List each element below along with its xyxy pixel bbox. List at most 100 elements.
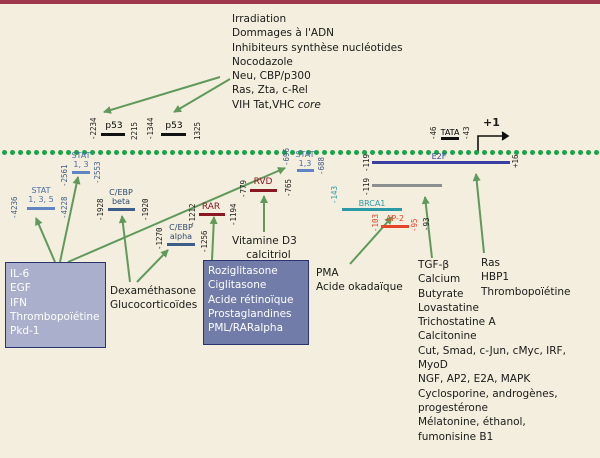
rar-left-coord: -1212 bbox=[188, 203, 197, 226]
dna-dot bbox=[178, 150, 183, 155]
dna-dot bbox=[418, 150, 423, 155]
dna-dot bbox=[506, 150, 511, 155]
dna-dot bbox=[50, 150, 55, 155]
tata-site bbox=[441, 137, 459, 140]
dna-dot bbox=[562, 150, 567, 155]
stat-right-left-coord: -696 bbox=[282, 147, 291, 166]
cebp-alpha-label: C/EBP alpha bbox=[166, 223, 196, 241]
tgf-item: Mélatonine, éthanol, bbox=[418, 416, 526, 429]
dna-dot bbox=[66, 150, 71, 155]
dna-dot bbox=[306, 150, 311, 155]
tgf-item: MyoD bbox=[418, 359, 448, 372]
dna-dot bbox=[394, 150, 399, 155]
tgf-beta-group: TGF-β Calcium Butyrate Lovastatine Trich… bbox=[418, 258, 566, 444]
left-box-item: IFN bbox=[10, 296, 27, 309]
dna-dot bbox=[282, 150, 287, 155]
dna-dot bbox=[538, 150, 543, 155]
top-inducer-6: VIH Tat,VHC core bbox=[232, 98, 403, 112]
ap2-right-coord: -95 bbox=[410, 218, 419, 232]
e2f-right-coord: +16 bbox=[511, 154, 520, 168]
dna-dot bbox=[434, 150, 439, 155]
top-inducer-1: Dommages à l'ADN bbox=[232, 27, 335, 40]
stat-right-right-coord: -688 bbox=[317, 156, 326, 175]
stat-right-site bbox=[297, 169, 314, 172]
cebp-beta-label-1: beta bbox=[111, 197, 131, 206]
top-inducer-4: Neu, CBP/p300 bbox=[232, 70, 311, 83]
ap2-left-coord: -103 bbox=[371, 213, 380, 232]
ap2-right2-coord: -93 bbox=[422, 217, 431, 231]
dna-dot bbox=[474, 150, 479, 155]
p53-b-label: p53 bbox=[165, 121, 183, 131]
ras-item: Thrombopoïétine bbox=[481, 285, 571, 298]
dna-dot bbox=[482, 150, 487, 155]
top-inducer-2: Inhibiteurs synthèse nucléotides bbox=[232, 41, 403, 54]
stat-right-label: STAT 1,3 bbox=[295, 150, 315, 168]
cebp-alpha-right-coord: -1256 bbox=[200, 230, 209, 253]
rar-site bbox=[199, 213, 225, 216]
pma-item: PMA bbox=[316, 267, 339, 279]
dna-dot bbox=[98, 150, 103, 155]
tata-label: TATA bbox=[440, 128, 460, 137]
dna-dot bbox=[274, 150, 279, 155]
dna-dot bbox=[554, 150, 559, 155]
dna-dot bbox=[26, 150, 31, 155]
arrow-to-brca1 bbox=[349, 216, 393, 265]
cebp-beta-right-coord: -1920 bbox=[141, 198, 150, 221]
middle-inducer-box: Roziglitasone Ciglitasone Acide rétinoïq… bbox=[203, 260, 309, 345]
dna-dot bbox=[114, 150, 119, 155]
header-bar bbox=[0, 0, 600, 4]
dna-dot bbox=[314, 150, 319, 155]
dna-dot bbox=[498, 150, 503, 155]
vitamine-d3-group: Vitamine D3 calcitriol bbox=[232, 234, 297, 263]
left-box-item: EGF bbox=[10, 282, 31, 295]
dna-dot bbox=[490, 150, 495, 155]
dna-dot bbox=[170, 150, 175, 155]
dna-dot bbox=[154, 150, 159, 155]
stat-right-label-1: 1,3 bbox=[298, 159, 312, 168]
brca1-label: BRCA1 bbox=[358, 199, 386, 208]
arrow-to-rar bbox=[209, 216, 218, 261]
dna-dot bbox=[338, 150, 343, 155]
dna-dot bbox=[18, 150, 23, 155]
p53-a-site bbox=[101, 133, 125, 136]
dna-dot bbox=[266, 150, 271, 155]
stat-top-left-label-1: 1, 3 bbox=[73, 160, 89, 169]
vitd3-item: Vitamine D3 bbox=[232, 235, 297, 247]
gray-region-left-coord: -119 bbox=[362, 177, 371, 196]
top-inducer-3: Nocodazole bbox=[232, 55, 293, 68]
dna-dot bbox=[450, 150, 455, 155]
middle-box-item: Ciglitasone bbox=[208, 279, 267, 292]
cebp-alpha-site bbox=[167, 243, 195, 246]
dna-dot bbox=[242, 150, 247, 155]
plus-one-label: +1 bbox=[483, 116, 500, 129]
dna-dot bbox=[570, 150, 575, 155]
dna-dot bbox=[410, 150, 415, 155]
dna-dot bbox=[90, 150, 95, 155]
dna-dot bbox=[290, 150, 295, 155]
ras-group: Ras HBP1 Thrombopoïétine bbox=[481, 256, 571, 299]
dna-dot bbox=[346, 150, 351, 155]
dna-dot bbox=[162, 150, 167, 155]
left-box-item: Pkd-1 bbox=[10, 325, 40, 338]
dna-dot bbox=[354, 150, 359, 155]
dna-dot bbox=[42, 150, 47, 155]
transcription-start-arrow bbox=[477, 135, 507, 152]
tgf-item: Calcium bbox=[418, 273, 461, 286]
tgf-item: Lovastatine bbox=[418, 301, 479, 314]
p53-b-left-coord: -1344 bbox=[146, 117, 155, 140]
rvd-left-coord: -779 bbox=[239, 179, 248, 198]
dna-dot bbox=[362, 150, 367, 155]
dna-dot bbox=[74, 150, 79, 155]
tgf-item: TGF-β bbox=[418, 259, 450, 271]
tgf-item: Trichostatine A bbox=[418, 316, 496, 329]
tgf-item: Calcitonine bbox=[418, 330, 477, 343]
dna-dot bbox=[258, 150, 263, 155]
stat-top-left-site bbox=[72, 171, 90, 174]
dexa-item: Dexaméthasone bbox=[110, 285, 196, 297]
dna-dot bbox=[250, 150, 255, 155]
e2f-left-coord: -119 bbox=[362, 153, 371, 172]
left-box-item: Thrombopoïétine bbox=[10, 310, 100, 323]
brca1-site bbox=[342, 208, 402, 211]
p53-a-left-coord: -2234 bbox=[89, 117, 98, 140]
